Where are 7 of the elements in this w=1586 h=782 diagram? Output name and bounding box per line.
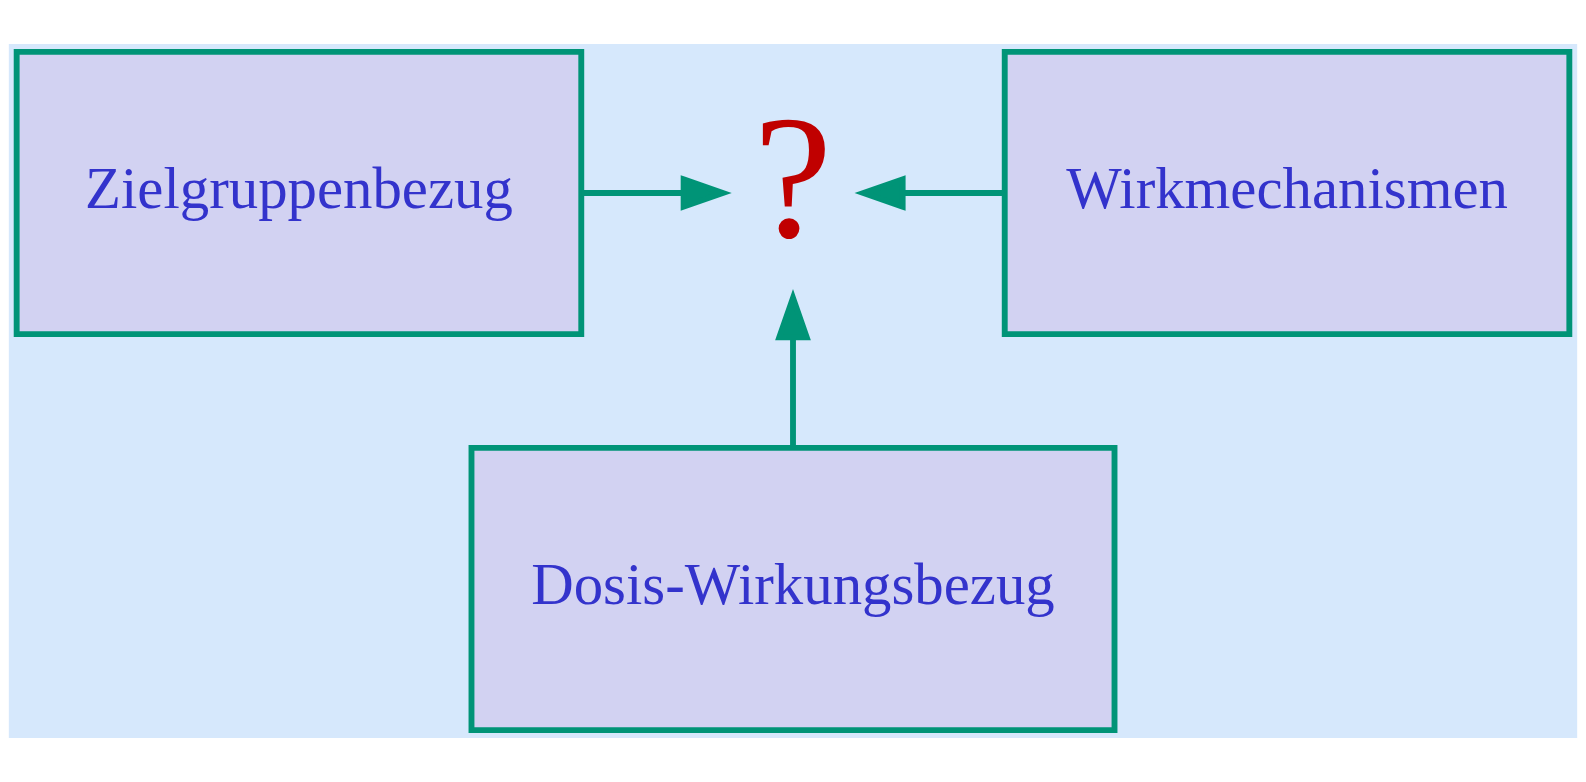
arrow: [854, 175, 1005, 211]
node-box: Dosis-Wirkungsbezug: [468, 444, 1118, 734]
arrow: [775, 289, 811, 448]
node-text: ?: [753, 80, 833, 276]
node-box: Wirkmechanismen: [1001, 48, 1573, 338]
node-box: Zielgruppenbezug: [13, 48, 585, 338]
arrow: [581, 175, 732, 211]
